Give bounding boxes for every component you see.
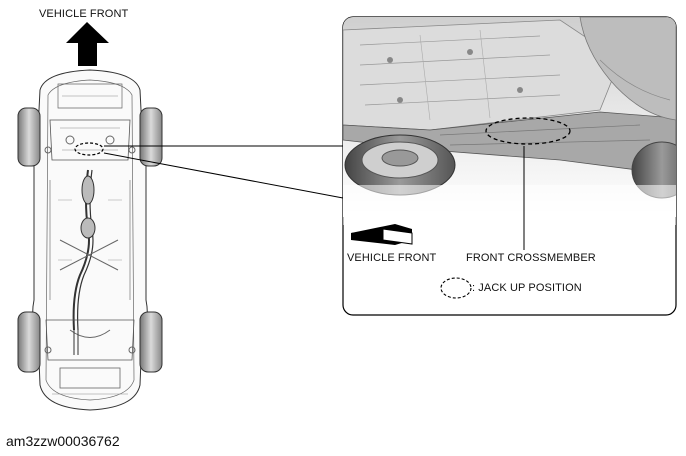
jack-up-position-label: : JACK UP POSITION [472,282,582,294]
vehicle-underbody [17,69,163,411]
underbody-diagram [17,16,677,411]
inset-vehicle-front-label: VEHICLE FRONT [347,252,437,264]
arrow-left-icon [351,224,413,245]
inset-photo [342,16,677,316]
callout-lines [103,145,344,199]
front-crossmember-label: FRONT CROSSMEMBER [466,252,596,264]
jack-up-point-photo [485,117,571,145]
figure-id: am3zzw00036762 [6,433,120,449]
vehicle-front-label: VEHICLE FRONT [39,8,129,20]
dashed-ellipse-icon [440,277,472,299]
jack-up-marker [74,142,104,156]
arrow-up-icon [66,22,109,66]
